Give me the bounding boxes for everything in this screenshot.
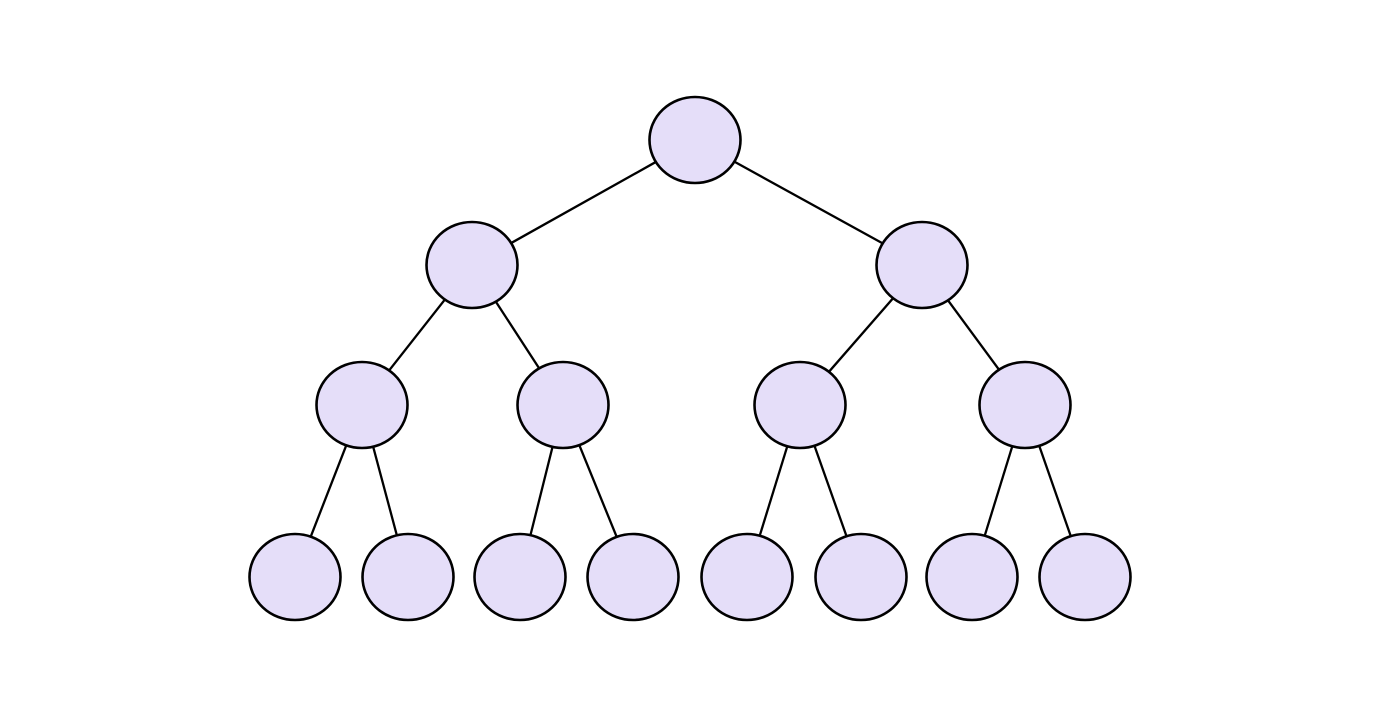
tree-edge xyxy=(578,444,618,538)
tree-edges-layer xyxy=(309,160,1072,538)
tree-node xyxy=(248,532,342,622)
tree-node xyxy=(516,360,610,450)
tree-node xyxy=(978,360,1072,450)
tree-edge xyxy=(828,297,894,373)
tree-edge xyxy=(372,446,398,536)
tree-node xyxy=(586,532,680,622)
tree-node xyxy=(700,532,794,622)
tree-edge xyxy=(309,444,348,538)
tree-node xyxy=(473,532,567,622)
tree-edge xyxy=(510,160,657,245)
tree-edge xyxy=(947,299,1000,371)
tree-edge xyxy=(758,445,789,537)
tree-node xyxy=(425,220,519,310)
tree-node xyxy=(648,95,742,185)
tree-edge xyxy=(529,446,554,536)
tree-node xyxy=(361,532,455,622)
tree-node xyxy=(814,532,908,622)
tree-edge xyxy=(983,445,1014,537)
tree-edge xyxy=(733,160,884,245)
tree-node xyxy=(875,220,969,310)
tree-node xyxy=(315,360,409,450)
tree-node xyxy=(1038,532,1132,622)
tree-edge xyxy=(1038,445,1072,537)
tree-edge xyxy=(494,301,541,369)
tree-edge xyxy=(813,445,848,537)
tree-node xyxy=(925,532,1019,622)
tree-nodes-layer xyxy=(248,95,1132,622)
tree-edge xyxy=(388,298,446,372)
tree-node xyxy=(753,360,847,450)
